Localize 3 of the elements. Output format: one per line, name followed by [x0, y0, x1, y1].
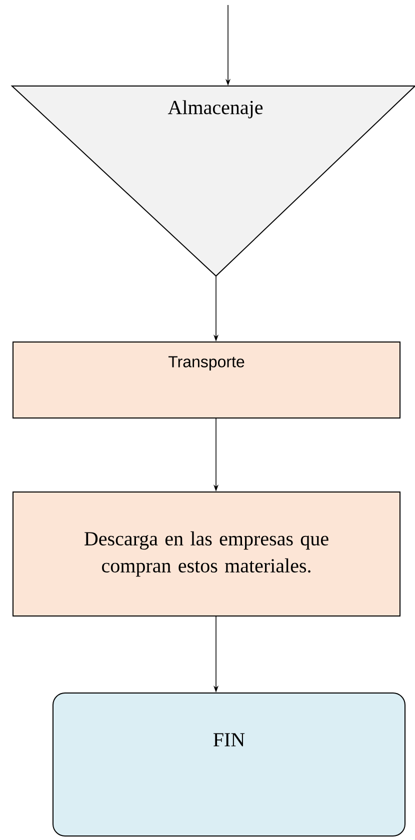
process-box: Transporte [12, 342, 400, 418]
end-box: FIN [52, 692, 406, 836]
process-box: Descarga en las empresas que compran estos materiales. [12, 492, 400, 616]
